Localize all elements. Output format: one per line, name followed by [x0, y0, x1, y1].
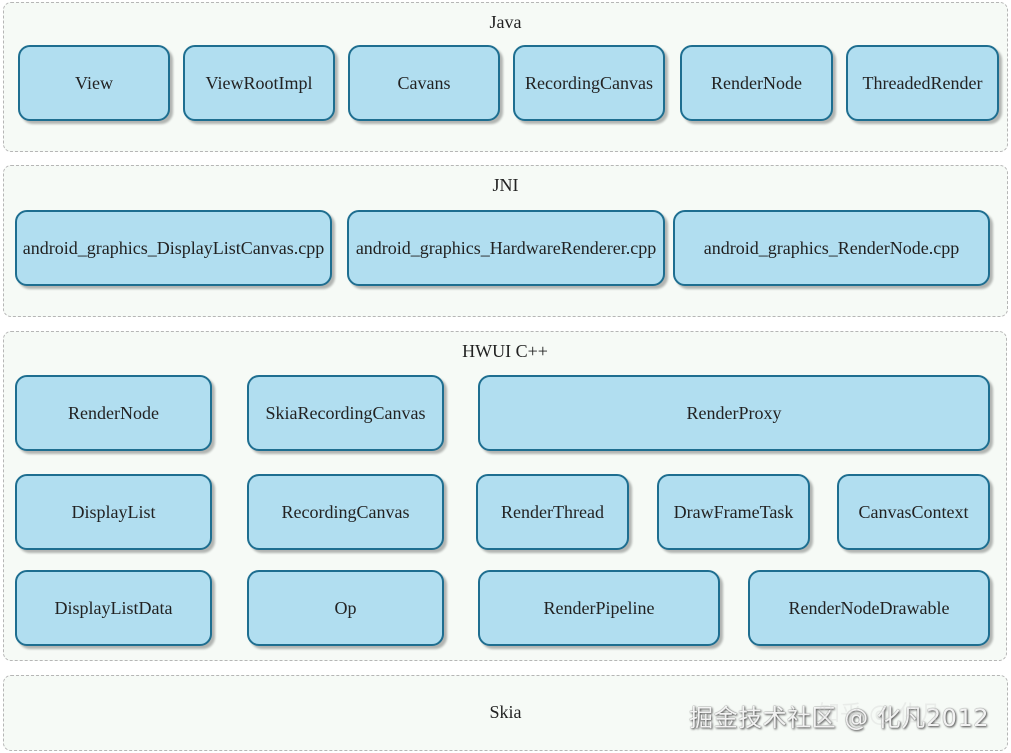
watermark: 掘金技术社区 @ 化凡2012	[689, 698, 989, 733]
box-jni-rendernode: android_graphics_RenderNode.cpp	[673, 210, 990, 286]
box-view: View	[18, 45, 170, 121]
box-canvascontext: CanvasContext	[837, 474, 990, 550]
box-op: Op	[247, 570, 444, 646]
watermark-text: 掘金技术社区 @ 化凡2012	[689, 704, 989, 732]
box-recordingcanvas-java: RecordingCanvas	[513, 45, 665, 121]
layer-title-hwui: HWUI C++	[462, 341, 548, 361]
box-displaylistdata: DisplayListData	[15, 570, 212, 646]
box-renderproxy: RenderProxy	[478, 375, 990, 451]
box-jni-displaylistcanvas: android_graphics_DisplayListCanvas.cpp	[15, 210, 332, 286]
layer-skia: Skia	[3, 675, 1008, 751]
box-displaylist: DisplayList	[15, 474, 212, 550]
watermark-faint: 知乎 @ 化凡	[818, 702, 942, 727]
layer-title-jni: JNI	[492, 175, 519, 195]
box-viewrootimpl: ViewRootImpl	[183, 45, 335, 121]
layer-title-java: Java	[489, 12, 522, 32]
box-threadedrender: ThreadedRender	[846, 45, 999, 121]
box-skiarecordingcanvas: SkiaRecordingCanvas	[247, 375, 444, 451]
box-rendernodedrawable: RenderNodeDrawable	[748, 570, 990, 646]
box-recordingcanvas-hwui: RecordingCanvas	[247, 474, 444, 550]
box-rendernode-hwui: RenderNode	[15, 375, 212, 451]
layer-java: Java	[3, 2, 1008, 152]
box-renderthread: RenderThread	[476, 474, 629, 550]
box-cavans: Cavans	[348, 45, 500, 121]
box-rendernode-java: RenderNode	[680, 45, 833, 121]
layer-title-skia: Skia	[489, 702, 522, 722]
box-renderpipeline: RenderPipeline	[478, 570, 720, 646]
box-drawframetask: DrawFrameTask	[657, 474, 810, 550]
box-jni-hardwarerenderer: android_graphics_HardwareRenderer.cpp	[347, 210, 665, 286]
